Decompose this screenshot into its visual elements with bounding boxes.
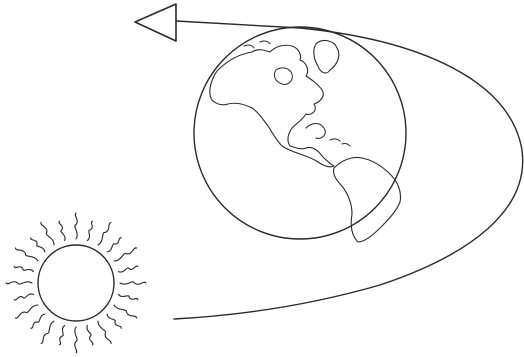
caribbean-islands [330, 139, 350, 146]
sun-ray [119, 266, 138, 272]
sun-ray [15, 305, 38, 318]
sun-ray [14, 266, 33, 271]
earth-globe-icon [194, 27, 406, 242]
sun-ray [15, 248, 38, 261]
north-america-landmass [210, 45, 334, 167]
arrow-head-icon [135, 4, 176, 41]
sun-rays [6, 213, 146, 353]
sun-ray [107, 238, 121, 252]
sun-ray [114, 248, 137, 261]
sun-ray [98, 222, 111, 245]
sun-ray [87, 221, 92, 240]
sun-icon [6, 213, 146, 353]
sun-ray [31, 314, 45, 328]
sun-ray [59, 221, 65, 240]
sun-ray [31, 238, 45, 252]
sun-ray [87, 326, 93, 345]
sun-ray [114, 305, 137, 318]
orbit-path [174, 21, 523, 319]
sun-ray [75, 327, 77, 353]
sun-ray [75, 213, 77, 239]
sun-ray [14, 294, 33, 300]
sun-ray [59, 326, 64, 345]
greenland-landmass [314, 41, 339, 73]
sun-ray [41, 321, 54, 344]
sun-ray [107, 314, 121, 328]
gulf-of-mexico-outline [306, 124, 325, 139]
sun-ray [41, 222, 54, 245]
sun-ray [98, 321, 111, 344]
sun-disk [38, 245, 114, 321]
hudson-bay-outline [274, 68, 292, 84]
sun-ray [119, 294, 138, 299]
sun-ray [120, 282, 146, 284]
sun-ray [6, 282, 32, 284]
arctic-islands [244, 41, 270, 48]
